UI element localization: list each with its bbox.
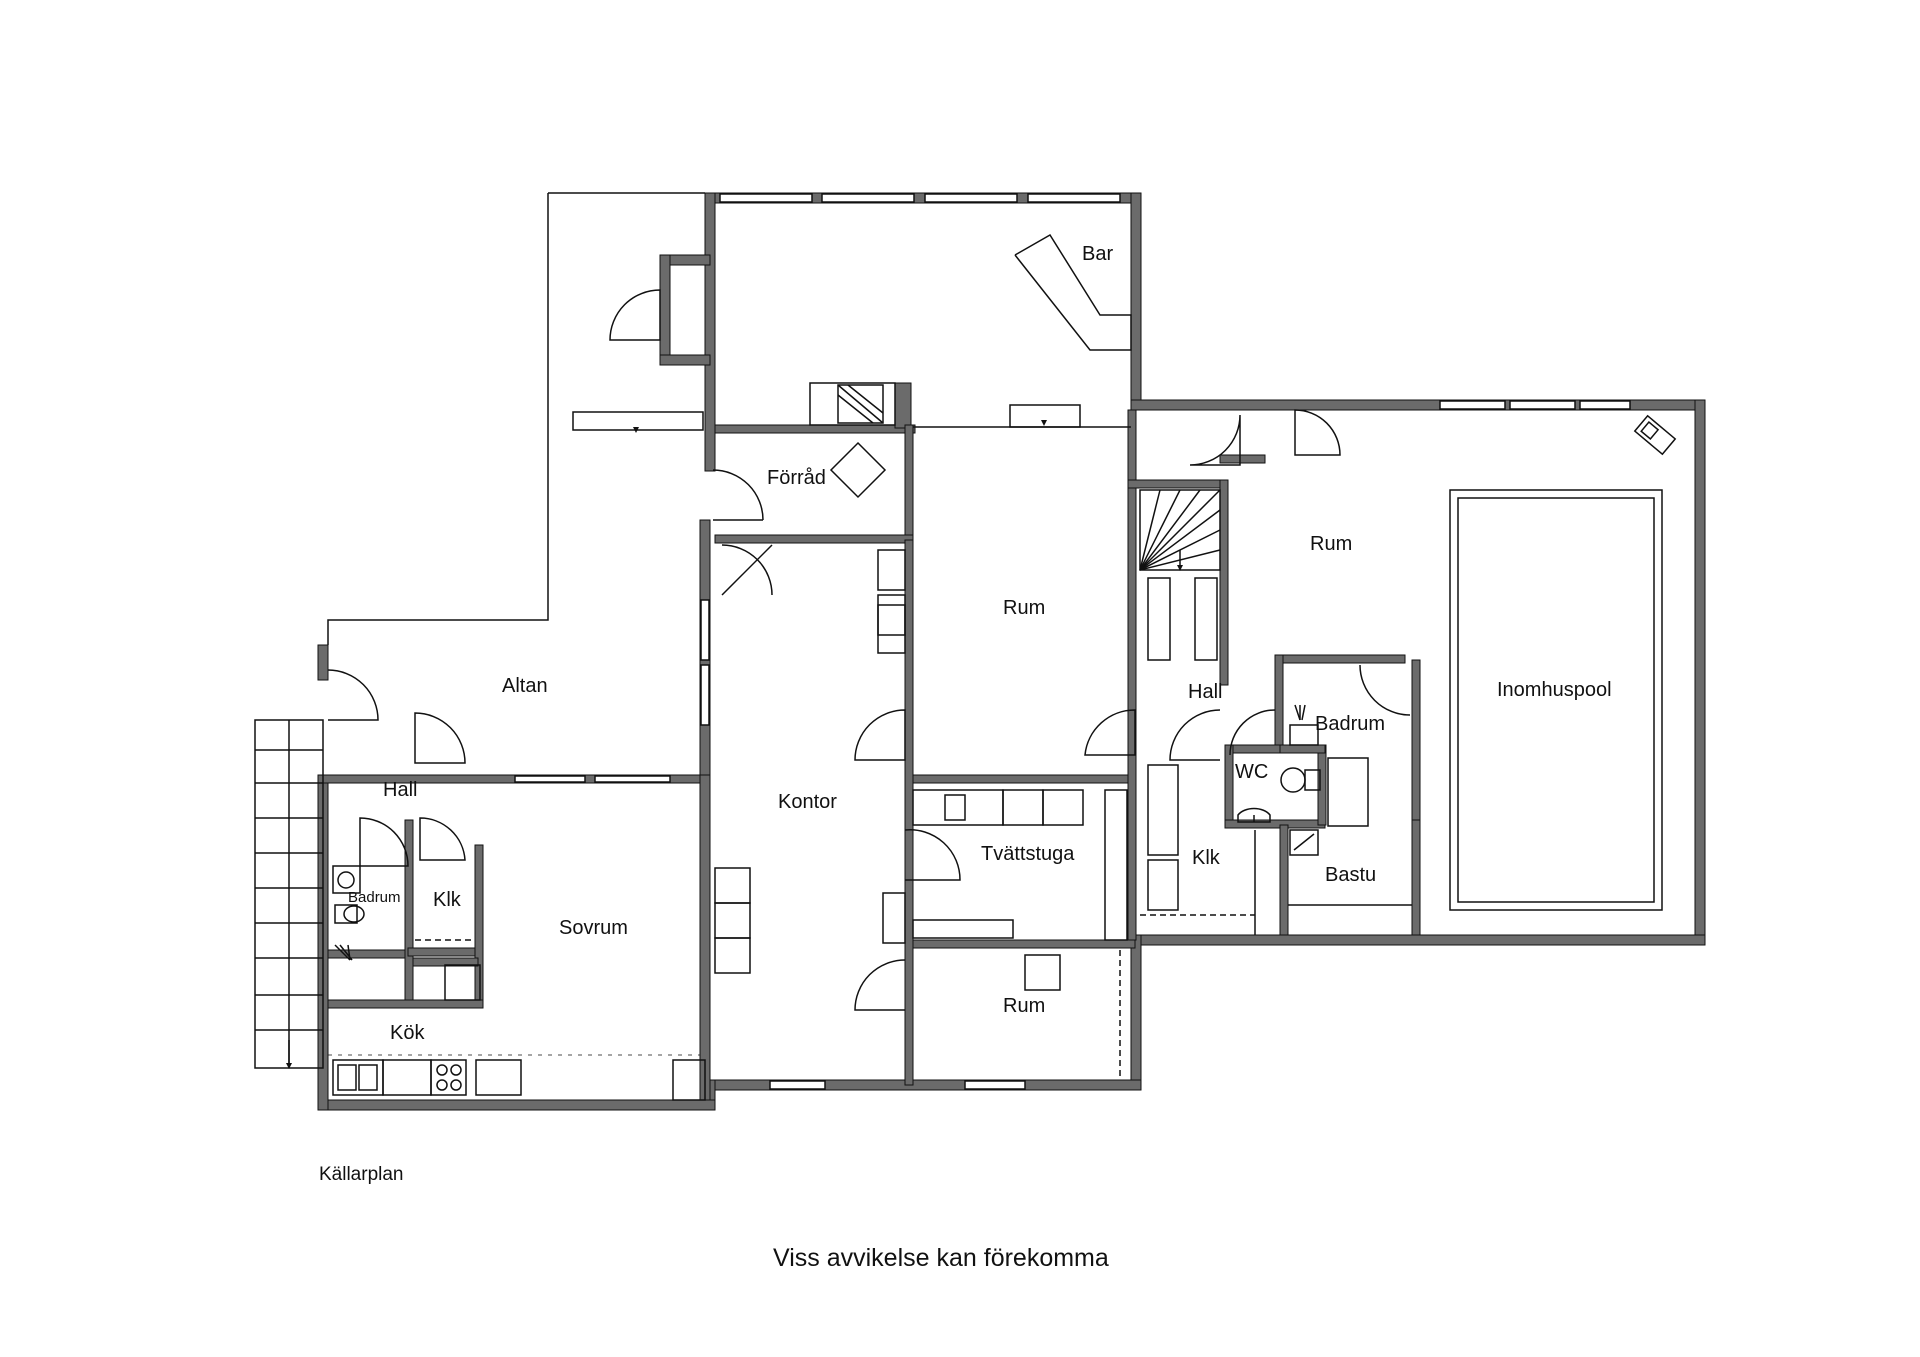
room-label-kontor: Kontor	[778, 791, 837, 813]
exterior-walls	[317, 192, 1706, 1111]
room-label-klk-right: Klk	[1192, 847, 1221, 869]
disclaimer-text: Viss avvikelse kan förekomma	[773, 1244, 1109, 1272]
room-label-rum-right: Rum	[1310, 533, 1352, 555]
plan-title: Källarplan	[319, 1164, 404, 1185]
windows	[514, 193, 1631, 1090]
room-label-forrad: Förråd	[767, 467, 826, 489]
room-label-bar: Bar	[1082, 243, 1113, 265]
room-label-klk-left: Klk	[433, 889, 462, 911]
room-label-inomhuspool: Inomhuspool	[1497, 679, 1612, 701]
room-label-wc: WC	[1235, 761, 1268, 783]
room-label-rum-middle: Rum	[1003, 597, 1045, 619]
interior-walls	[327, 382, 1421, 1101]
room-label-sovrum: Sovrum	[559, 917, 628, 939]
room-label-hall-middle: Hall	[1188, 681, 1222, 703]
room-label-hall-left: Hall	[383, 779, 417, 801]
room-label-tvattstuga: Tvättstuga	[981, 843, 1075, 865]
room-label-rum-bottom: Rum	[1003, 995, 1045, 1017]
room-labels: Bar Förråd Rum Rum Altan Hall Hall Konto…	[348, 243, 1612, 1044]
room-label-altan: Altan	[502, 675, 548, 697]
linework	[254, 192, 1677, 1101]
stair-arrows	[286, 420, 1183, 1069]
room-label-kok: Kök	[390, 1022, 425, 1044]
room-label-badrum-right: Badrum	[1315, 713, 1385, 735]
room-label-bastu: Bastu	[1325, 864, 1376, 886]
room-label-badrum-left: Badrum	[348, 889, 401, 906]
